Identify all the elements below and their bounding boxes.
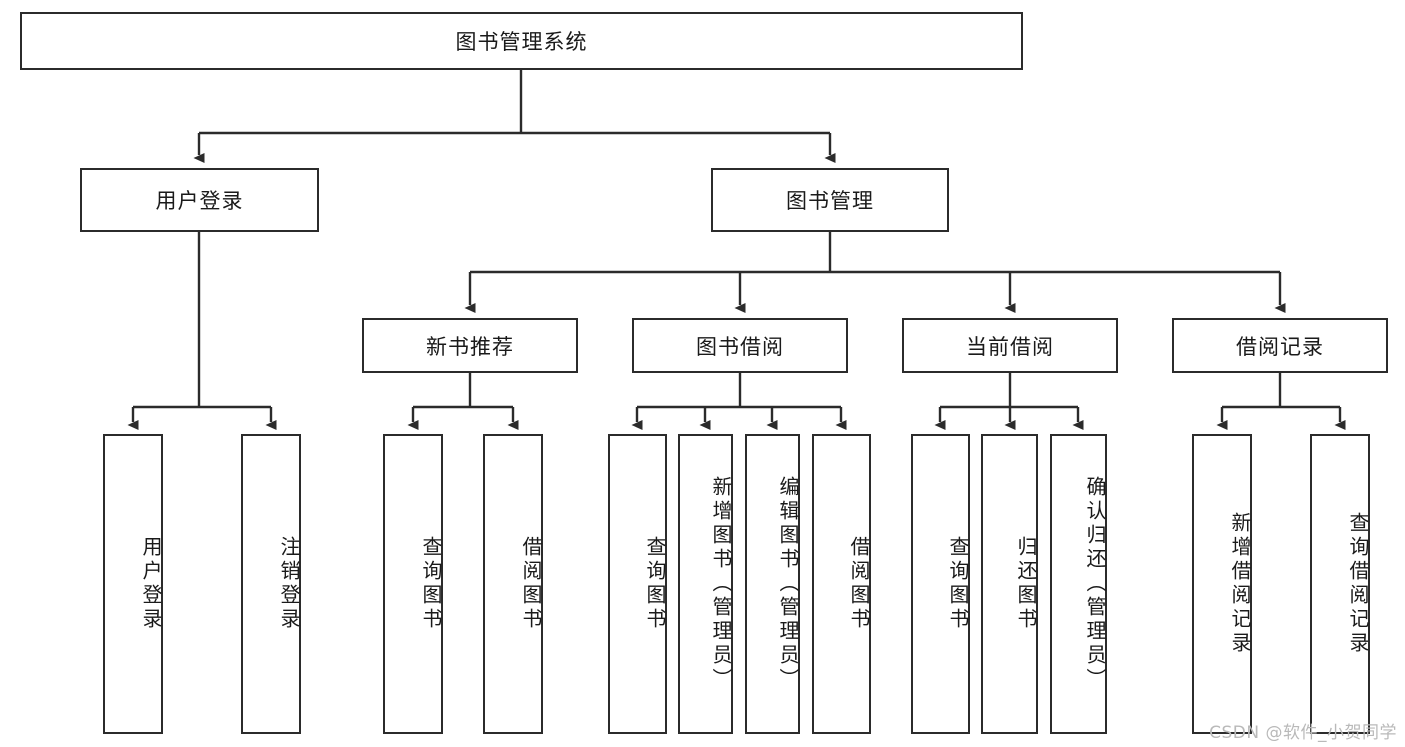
node-leaf-query-book-1[interactable]: 查询图书 <box>383 434 443 734</box>
node-leaf-query-record[interactable]: 查询借阅记录 <box>1310 434 1370 734</box>
node-leaf-return-book-label: 归还图书 <box>1014 536 1038 632</box>
node-current-borrow-label: 当前借阅 <box>966 334 1054 359</box>
node-root[interactable]: 图书管理系统 <box>20 12 1023 70</box>
node-leaf-edit-book[interactable]: 编辑图书（管理员） <box>745 434 800 734</box>
node-book-borrow[interactable]: 图书借阅 <box>632 318 848 373</box>
node-leaf-confirm-return[interactable]: 确认归还（管理员） <box>1050 434 1107 734</box>
node-leaf-add-record[interactable]: 新增借阅记录 <box>1192 434 1252 734</box>
node-leaf-query-book-1-label: 查询图书 <box>419 536 443 632</box>
node-leaf-confirm-return-label: 确认归还（管理员） <box>1083 476 1107 692</box>
node-user-login-label: 用户登录 <box>155 189 244 213</box>
node-leaf-borrow-book-2-label: 借阅图书 <box>847 536 871 632</box>
csdn-watermark: CSDN @软件_小贺同学 <box>1209 723 1397 743</box>
node-leaf-user-login[interactable]: 用户登录 <box>103 434 163 734</box>
node-leaf-borrow-book-2[interactable]: 借阅图书 <box>812 434 871 734</box>
node-leaf-add-book-label: 新增图书（管理员） <box>709 476 733 692</box>
node-leaf-query-book-3[interactable]: 查询图书 <box>911 434 970 734</box>
node-leaf-add-record-label: 新增借阅记录 <box>1228 512 1252 656</box>
node-borrow-record-label: 借阅记录 <box>1236 334 1324 359</box>
node-leaf-add-book[interactable]: 新增图书（管理员） <box>678 434 733 734</box>
node-new-book-rec-label: 新书推荐 <box>426 334 514 359</box>
node-current-borrow[interactable]: 当前借阅 <box>902 318 1118 373</box>
node-leaf-logout[interactable]: 注销登录 <box>241 434 301 734</box>
node-leaf-user-login-label: 用户登录 <box>139 536 163 632</box>
node-leaf-query-book-2[interactable]: 查询图书 <box>608 434 667 734</box>
node-leaf-query-record-label: 查询借阅记录 <box>1346 512 1370 656</box>
node-borrow-record[interactable]: 借阅记录 <box>1172 318 1388 373</box>
node-book-manage-label: 图书管理 <box>786 189 874 213</box>
node-root-label: 图书管理系统 <box>455 30 588 54</box>
node-book-manage[interactable]: 图书管理 <box>711 168 949 232</box>
node-leaf-logout-label: 注销登录 <box>277 536 301 632</box>
node-new-book-rec[interactable]: 新书推荐 <box>362 318 578 373</box>
node-user-login[interactable]: 用户登录 <box>80 168 319 232</box>
node-leaf-edit-book-label: 编辑图书（管理员） <box>776 476 800 692</box>
node-leaf-borrow-book-1-label: 借阅图书 <box>519 536 543 632</box>
node-book-borrow-label: 图书借阅 <box>696 334 784 359</box>
node-leaf-query-book-2-label: 查询图书 <box>643 536 667 632</box>
node-leaf-query-book-3-label: 查询图书 <box>946 536 970 632</box>
node-leaf-return-book[interactable]: 归还图书 <box>981 434 1038 734</box>
node-leaf-borrow-book-1[interactable]: 借阅图书 <box>483 434 543 734</box>
